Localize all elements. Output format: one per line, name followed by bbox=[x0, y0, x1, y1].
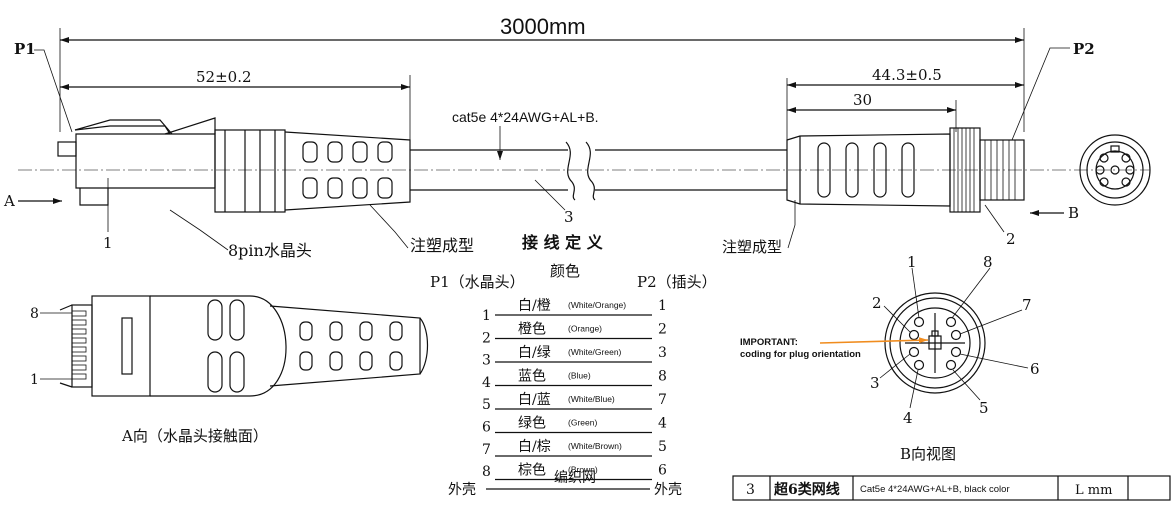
wiring-p1-pin: 3 bbox=[482, 353, 491, 369]
a-view-caption: A向（水晶头接触面） bbox=[121, 427, 268, 445]
wiring-color-en: (White/Brown) bbox=[568, 441, 622, 451]
m12-connector-side bbox=[786, 127, 1025, 213]
b-view-caption: B向视图 bbox=[900, 445, 956, 463]
wiring-row: 8 棕色 (Brown) 6 bbox=[482, 462, 667, 481]
a-arrow-label: A bbox=[3, 192, 15, 210]
pin-label-3: 3 bbox=[870, 374, 880, 392]
wiring-p1-pin: 1 bbox=[482, 308, 491, 324]
pin-label-7: 7 bbox=[1022, 296, 1032, 314]
rj45-head-label: 8pin水晶头 bbox=[228, 241, 312, 260]
wiring-color-cn: 蓝色 bbox=[518, 368, 546, 385]
wiring-p1-pin: 8 bbox=[482, 464, 491, 480]
wiring-row: 3 白/绿 (White/Green) 3 bbox=[482, 345, 667, 369]
callout-2: 2 bbox=[1006, 230, 1016, 248]
rj45-a-view: 8 1 A向（水晶头接触面） bbox=[30, 295, 429, 445]
b-arrow-label: B bbox=[1068, 204, 1079, 222]
overmold-left-label: 注塑成型 bbox=[410, 236, 474, 255]
wiring-color-cn: 白/绿 bbox=[518, 345, 551, 361]
wiring-p2-pin: 8 bbox=[658, 369, 667, 385]
pin-label-4: 4 bbox=[903, 409, 913, 427]
wiring-def-title: 接 线 定 义 bbox=[522, 233, 603, 252]
wiring-p2-pin: 4 bbox=[658, 416, 667, 432]
total-length-dimension: 3000mm bbox=[59, 14, 1025, 132]
wiring-row: 7 白/棕 (White/Brown) 5 bbox=[482, 439, 667, 458]
overmold-right-label: 注塑成型 bbox=[722, 238, 782, 256]
p2-length-dimension: 44.3±0.5 30 bbox=[786, 66, 1024, 140]
shield-right-label: 外壳 bbox=[654, 481, 682, 498]
wiring-color-en: (White/Blue) bbox=[568, 394, 615, 404]
total-length-label: 3000mm bbox=[500, 14, 586, 39]
wiring-p2-pin: 3 bbox=[658, 345, 667, 361]
wiring-row: 4 蓝色 (Blue) 8 bbox=[482, 368, 667, 391]
wiring-p2-header: P2（插头） bbox=[637, 273, 717, 291]
p2-length-label: 44.3±0.5 bbox=[872, 66, 942, 84]
p2-label: P2 bbox=[1073, 40, 1095, 58]
wiring-row: 5 白/蓝 (White/Blue) 7 bbox=[482, 392, 667, 413]
wiring-row: 6 绿色 (Green) 4 bbox=[482, 415, 667, 436]
cable: cat5e 4*24AWG+AL+B. bbox=[410, 109, 787, 201]
important-text: coding for plug orientation bbox=[740, 349, 861, 360]
wiring-p1-pin: 7 bbox=[482, 442, 491, 458]
callout-3: 3 bbox=[564, 208, 574, 226]
pin-label-5: 5 bbox=[979, 399, 989, 417]
bom-spec: Cat5e 4*24AWG+AL+B, black color bbox=[860, 484, 1010, 495]
wiring-p2-pin: 6 bbox=[658, 463, 667, 479]
wiring-color-en: (Green) bbox=[568, 418, 597, 428]
bom-qty: L mm bbox=[1075, 483, 1112, 498]
wiring-p2-pin: 7 bbox=[658, 392, 667, 408]
wiring-color-en: (Orange) bbox=[568, 324, 602, 334]
wiring-row: 2 橙色 (Orange) 2 bbox=[482, 321, 667, 347]
p2-leader bbox=[1011, 47, 1070, 141]
wiring-p1-header: P1（水晶头） bbox=[430, 273, 525, 291]
shield-left-label: 外壳 bbox=[448, 481, 476, 498]
wiring-color-cn: 橙色 bbox=[518, 321, 546, 338]
bom-item: 3 bbox=[746, 482, 755, 498]
p1-leader bbox=[34, 49, 73, 133]
shield-cn-label: 编织网 bbox=[554, 470, 596, 486]
wiring-color-cn: 白/蓝 bbox=[518, 392, 551, 408]
p1-length-dimension: 52±0.2 bbox=[60, 68, 411, 148]
pin-label-2: 2 bbox=[872, 294, 882, 312]
callout-1: 1 bbox=[103, 234, 113, 252]
m12-front-view bbox=[1079, 134, 1151, 206]
p1-label: P1 bbox=[14, 40, 36, 58]
wiring-color-header: 颜色 bbox=[550, 262, 580, 280]
important-arrow bbox=[819, 337, 929, 344]
wiring-color-en: (White/Orange) bbox=[568, 300, 626, 310]
wiring-table: P1（水晶头） 颜色 P2（插头） 1 白/橙 (White/Orange) 1 2 橙色… bbox=[430, 262, 717, 498]
wiring-p2-pin: 1 bbox=[658, 298, 667, 314]
wiring-color-cn: 棕色 bbox=[518, 462, 546, 479]
pin8-label: 8 bbox=[30, 306, 39, 322]
p2-sub-length-label: 30 bbox=[853, 91, 872, 109]
callouts: 1 8pin水晶头 注塑成型 3 接 线 定 义 注塑成型 2 bbox=[103, 178, 1016, 260]
wiring-p2-pin: 2 bbox=[658, 322, 667, 338]
wiring-color-cn: 绿色 bbox=[518, 415, 546, 432]
wiring-p1-pin: 2 bbox=[482, 330, 491, 346]
wiring-p1-pin: 4 bbox=[482, 375, 491, 391]
wiring-p2-pin: 5 bbox=[658, 439, 667, 455]
wiring-color-cn: 白/棕 bbox=[518, 439, 551, 455]
wiring-color-en: (Blue) bbox=[568, 371, 591, 381]
pin1-label: 1 bbox=[30, 372, 39, 388]
bom-table: 3 超6类网线 Cat5e 4*24AWG+AL+B, black color … bbox=[732, 475, 1171, 501]
p1-length-label: 52±0.2 bbox=[196, 68, 252, 86]
wiring-color-en: (Brown) bbox=[568, 465, 598, 475]
important-title: IMPORTANT: bbox=[740, 337, 798, 348]
wiring-row: 1 白/橙 (White/Orange) 1 bbox=[482, 298, 667, 324]
wiring-color-cn: 白/橙 bbox=[518, 298, 551, 314]
wiring-p1-pin: 5 bbox=[482, 397, 491, 413]
bom-name: 超6类网线 bbox=[773, 481, 840, 498]
pin-label-6: 6 bbox=[1030, 360, 1040, 378]
wiring-color-en: (White/Green) bbox=[568, 347, 622, 357]
pin-label-1: 1 bbox=[907, 253, 917, 271]
pin-label-8: 8 bbox=[983, 253, 993, 271]
cable-spec-label: cat5e 4*24AWG+AL+B. bbox=[452, 109, 599, 125]
m12-b-view: 1 8 2 7 3 6 4 5 IMPORTANT: coding for pl… bbox=[740, 253, 1040, 463]
wiring-p1-pin: 6 bbox=[482, 420, 491, 436]
